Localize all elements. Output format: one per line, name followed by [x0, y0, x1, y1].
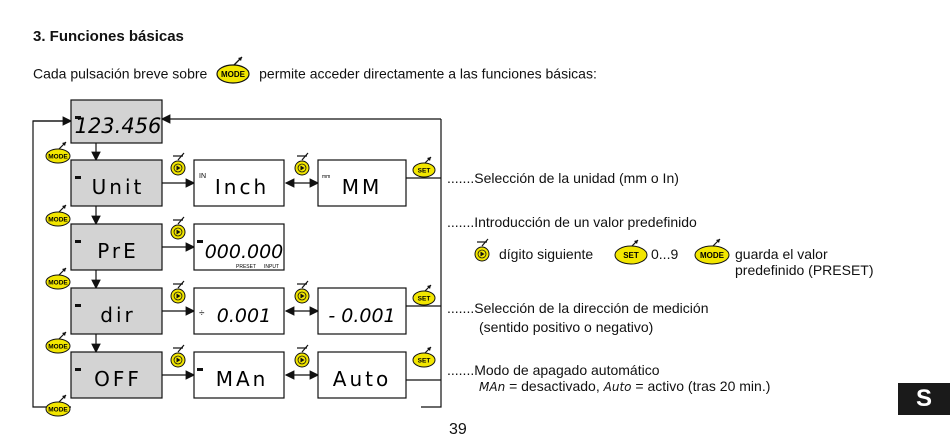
svg-text:123.456: 123.456 — [75, 114, 162, 138]
set-button-3 — [412, 346, 436, 368]
page-number: 39 — [449, 421, 467, 438]
svg-text:PRESET: PRESET — [236, 264, 256, 270]
next-button-7 — [294, 344, 310, 368]
next-button-4 — [170, 344, 186, 368]
desc-preset-save-1: guarda el valor — [735, 246, 828, 262]
language-tab: S — [898, 383, 950, 415]
desc-unit: .......Selección de la unidad (mm o In) — [447, 170, 679, 186]
desc-off-end: = activo (tras 20 min.) — [635, 378, 771, 394]
display-dir-negative: - 0.001 — [317, 287, 407, 335]
desc-off-2: MAn = desactivado, Auto = activo (tras 2… — [479, 378, 770, 394]
svg-text:MM: MM — [342, 175, 383, 199]
display-preset: PrE — [70, 223, 163, 271]
mode-button-1 — [45, 141, 71, 164]
desc-preset-range: 0...9 — [651, 246, 679, 262]
display-off-man: MAn — [193, 351, 285, 399]
svg-text:IN: IN — [199, 173, 206, 180]
desc-preset: .......Introducción de un valor predefin… — [447, 214, 697, 230]
mode-button-2 — [45, 204, 71, 227]
svg-text:0.001: 0.001 — [217, 305, 271, 327]
display-unit: Unit — [70, 159, 163, 207]
mode-button-3 — [45, 267, 71, 290]
intro-text: Cada pulsación breve sobre MODE permite … — [33, 56, 597, 88]
svg-text:dir: dir — [100, 303, 135, 327]
svg-text:MAn: MAn — [216, 367, 269, 391]
desc-off-auto: Auto — [603, 380, 632, 394]
display-unit-inch: IN Inch — [193, 159, 285, 207]
svg-text:Auto: Auto — [333, 367, 391, 391]
desc-dir-1: .......Selección de la dirección de medi… — [447, 300, 709, 316]
intro-after: permite acceder directamente a las funci… — [259, 65, 597, 82]
mode-button-5 — [45, 394, 71, 417]
svg-text:- 0.001: - 0.001 — [328, 305, 395, 327]
svg-text:OFF: OFF — [94, 367, 142, 391]
desc-preset-next: dígito siguiente — [499, 246, 594, 262]
loop-line-right — [421, 119, 442, 408]
next-button-2 — [170, 216, 186, 240]
set-button-inline: SET — [614, 239, 648, 265]
display-direction: dir — [70, 287, 163, 335]
desc-dir-2: (sentido positivo o negativo) — [479, 319, 654, 335]
display-unit-mm: mm MM — [317, 159, 407, 207]
display-preset-value: 000.000 PRESET INPUT — [193, 223, 285, 271]
desc-off-man: MAn — [479, 380, 506, 394]
next-button-3 — [170, 280, 186, 304]
desc-preset-save-2: predefinido (PRESET) — [735, 262, 874, 278]
svg-text:MODE: MODE — [221, 70, 246, 79]
svg-text:SET: SET — [623, 251, 639, 260]
display-off-auto: Auto — [317, 351, 407, 399]
svg-text:mm: mm — [322, 174, 330, 180]
mode-button-4 — [45, 331, 71, 354]
mode-button-inline: MODE — [214, 56, 252, 88]
section-heading: 3. Funciones básicas — [33, 28, 184, 45]
desc-off-mid: = desactivado, — [509, 378, 600, 394]
svg-text:÷: ÷ — [199, 308, 205, 319]
next-button-1 — [170, 152, 186, 176]
set-button-2 — [412, 284, 436, 306]
display-off: OFF — [70, 351, 163, 399]
svg-text:Inch: Inch — [215, 175, 269, 199]
mode-button-preset-inline: MODE — [694, 238, 730, 265]
svg-text:PrE: PrE — [97, 239, 139, 263]
display-dir-positive: ÷ 0.001 — [193, 287, 285, 335]
next-button-5 — [294, 152, 310, 176]
set-button-1 — [412, 156, 436, 178]
next-button-6 — [294, 280, 310, 304]
svg-text:Unit: Unit — [92, 175, 145, 199]
display-main: 123.456 — [70, 99, 163, 144]
loop-line-left — [32, 120, 71, 408]
desc-off-1: .......Modo de apagado automático — [447, 362, 660, 378]
svg-text:INPUT: INPUT — [264, 264, 279, 270]
svg-text:000.000: 000.000 — [205, 241, 284, 263]
next-digit-icon — [474, 238, 490, 262]
intro-before: Cada pulsación breve sobre — [33, 65, 208, 82]
svg-text:MODE: MODE — [700, 251, 725, 260]
